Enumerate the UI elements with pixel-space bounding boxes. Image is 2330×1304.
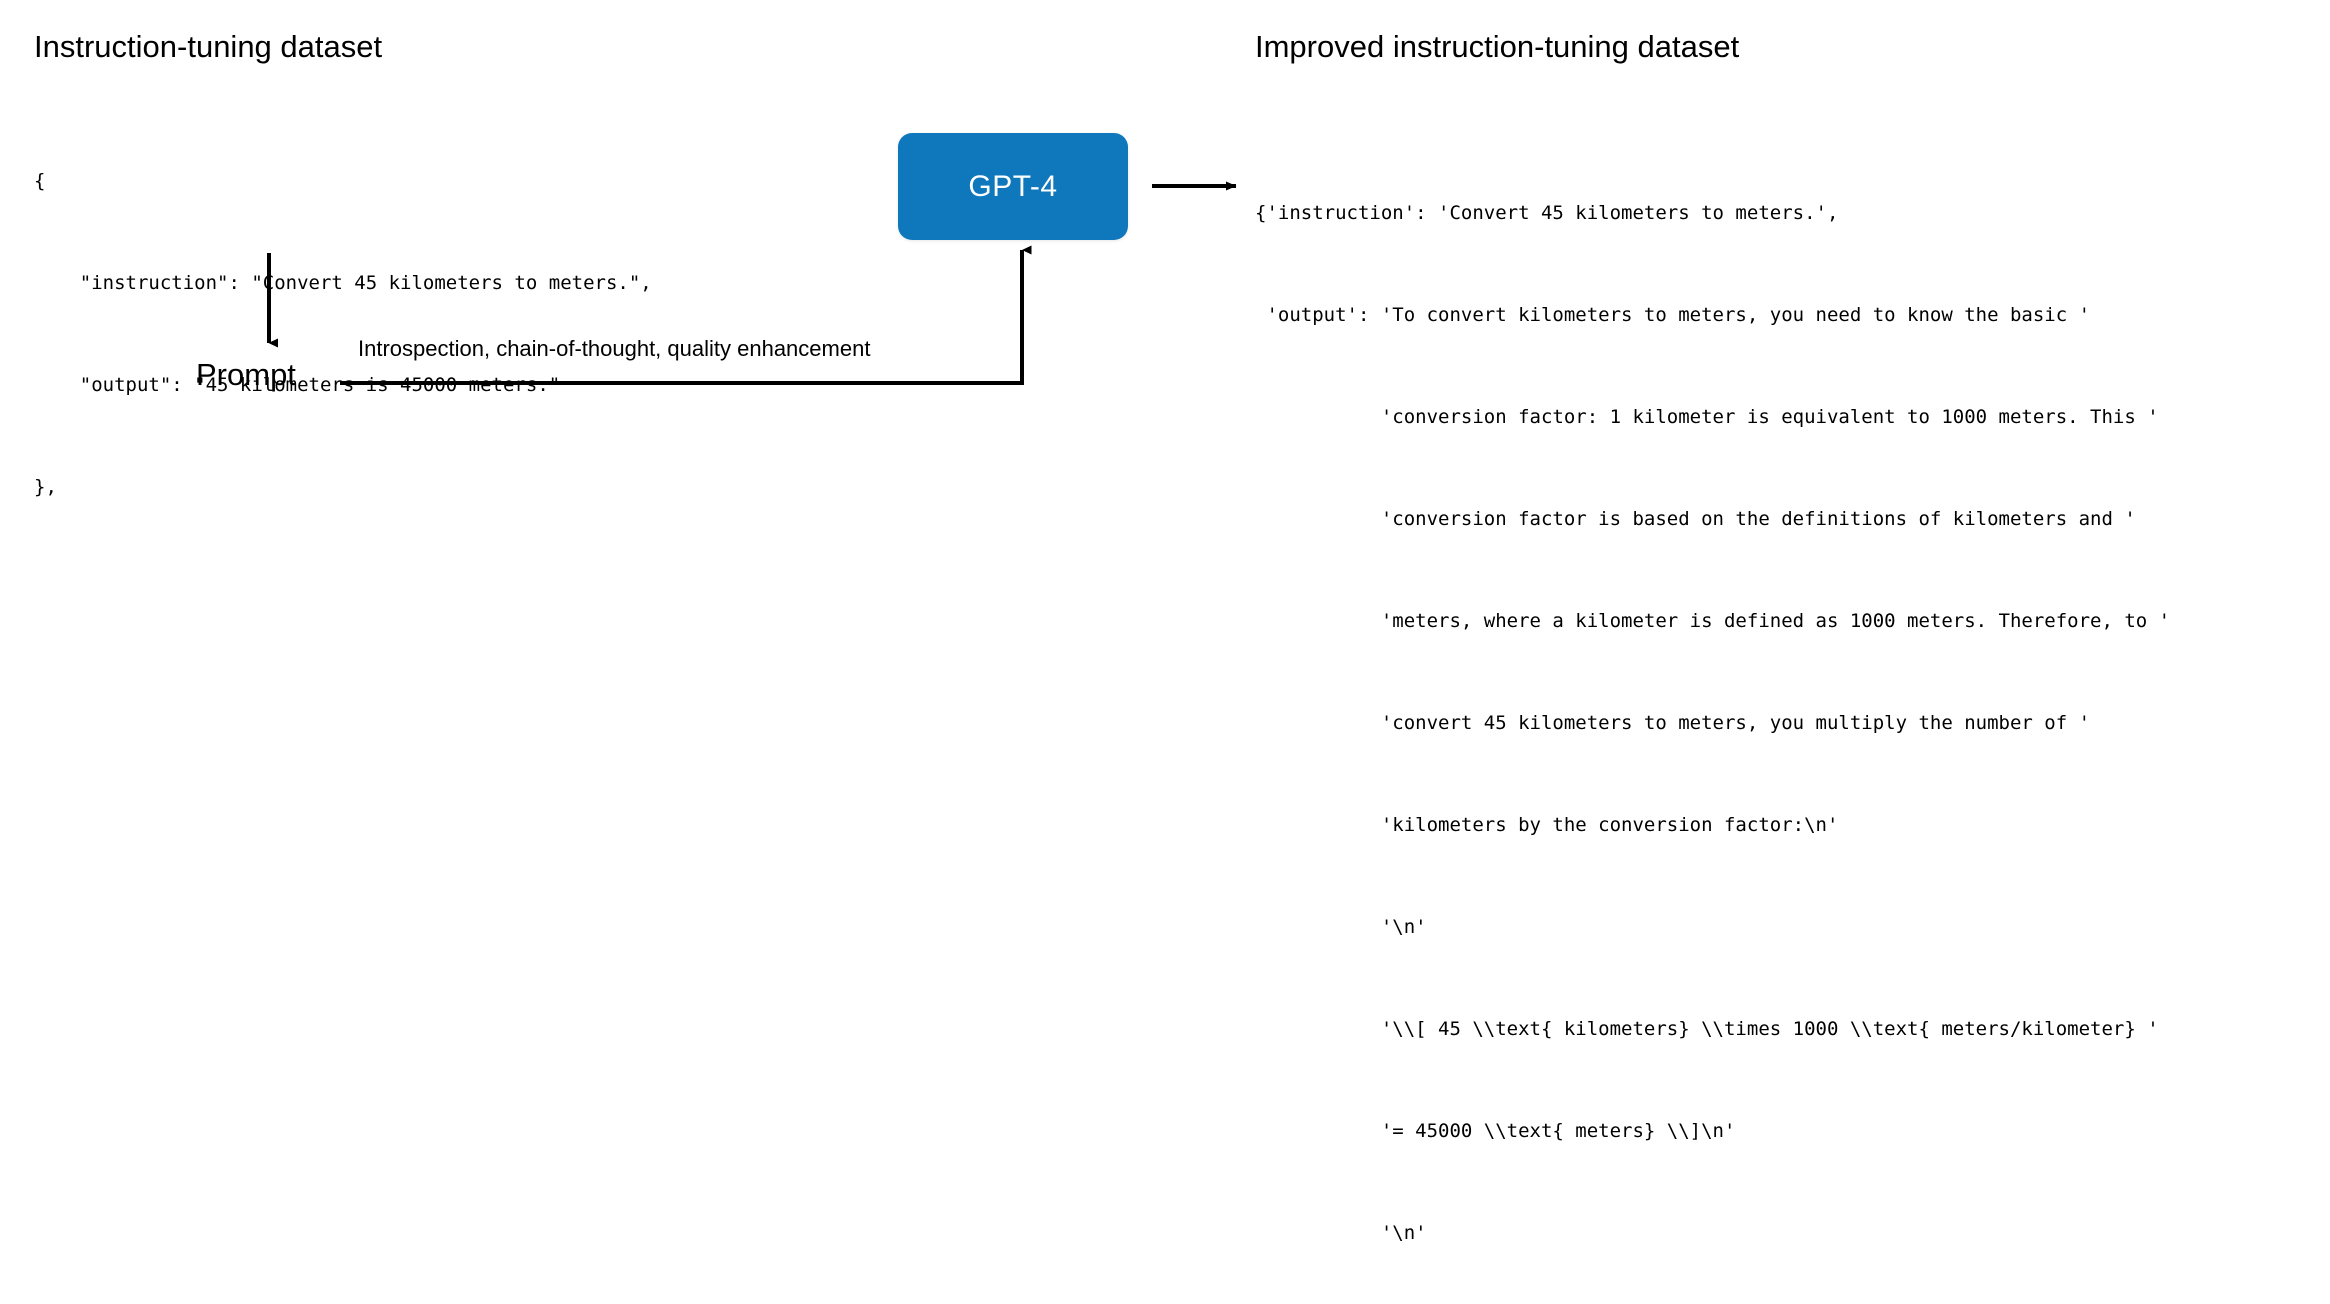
code-line: 'meters, where a kilometer is defined as… — [1255, 610, 2171, 632]
prompt-to-model-edge-caption: Introspection, chain-of-thought, quality… — [358, 336, 871, 361]
code-line: 'kilometers by the conversion factor:\n' — [1255, 814, 1839, 836]
prompt-node-label: Prompt — [196, 357, 296, 392]
right-panel-heading: Improved instruction-tuning dataset — [1255, 29, 1740, 64]
code-line: '\n' — [1255, 1222, 1427, 1244]
left-panel-heading: Instruction-tuning dataset — [34, 29, 383, 64]
code-line: '= 45000 \\text{ meters} \\]\n' — [1255, 1120, 1736, 1142]
code-line: }, — [34, 476, 57, 498]
code-line: 'output': 'To convert kilometers to mete… — [1255, 304, 2091, 326]
instruction-tuning-dataset-code: { "instruction": "Convert 45 kilometers … — [34, 96, 652, 538]
code-line: 'convert 45 kilometers to meters, you mu… — [1255, 712, 2091, 734]
code-line: '\\[ 45 \\text{ kilometers} \\times 1000… — [1255, 1018, 2159, 1040]
gpt4-model-node: GPT-4 — [898, 133, 1128, 240]
improved-instruction-tuning-dataset-code: {'instruction': 'Convert 45 kilometers t… — [1255, 128, 2170, 1304]
gpt4-node-label: GPT-4 — [968, 169, 1058, 203]
code-line: {'instruction': 'Convert 45 kilometers t… — [1255, 202, 1839, 224]
code-line: '\n' — [1255, 916, 1427, 938]
code-line: "instruction": "Convert 45 kilometers to… — [34, 272, 652, 294]
code-line: { — [34, 170, 46, 192]
code-line: 'conversion factor: 1 kilometer is equiv… — [1255, 406, 2159, 428]
code-line: "output": "45 kilometers is 45000 meters… — [34, 374, 561, 396]
code-line: 'conversion factor is based on the defin… — [1255, 508, 2136, 530]
